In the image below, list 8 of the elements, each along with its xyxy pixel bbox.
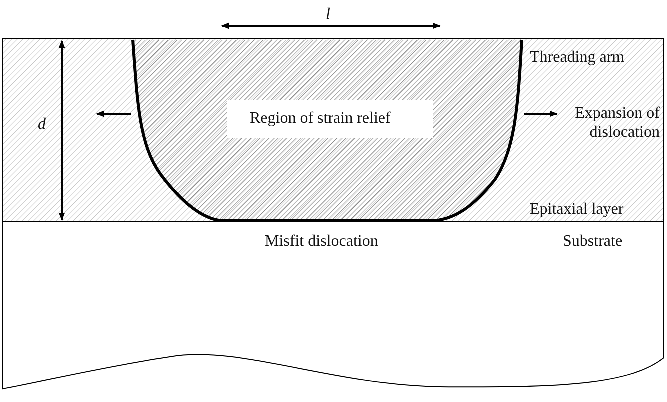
layer-label: Substrate xyxy=(563,232,623,251)
annotation-text: Expansion of dislocation xyxy=(574,104,660,142)
dimension-label: d xyxy=(38,115,46,134)
region-label: Region of strain relief xyxy=(250,109,391,128)
layer-label: Epitaxial layer xyxy=(530,200,624,219)
layer-label: Threading arm xyxy=(530,48,625,67)
dimension-label: l xyxy=(326,5,330,24)
annotation-text: Misfit dislocation xyxy=(265,232,378,251)
